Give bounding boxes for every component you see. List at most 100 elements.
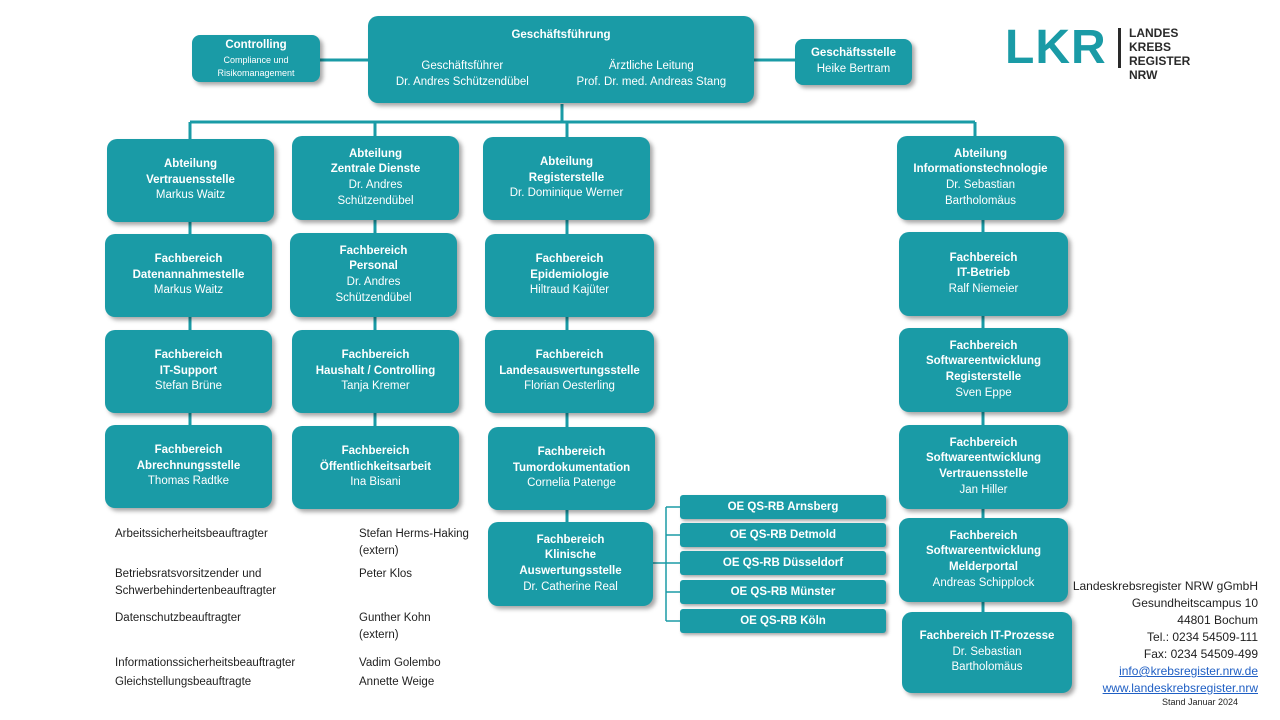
address-line2: Gesundheitscampus 10 bbox=[1131, 596, 1258, 610]
c2-head-name2: Schützendübel bbox=[337, 194, 414, 207]
role-betriebsrat: Betriebsratsvorsitzender und Schwerbehin… bbox=[115, 566, 276, 600]
c2-b1-name1: Dr. Andres bbox=[346, 276, 401, 288]
geschaeftsstelle-title: Geschäftsstelle bbox=[810, 47, 896, 60]
c4-head-l2: Informationstechnologie bbox=[913, 163, 1048, 176]
c2-head-l2: Zentrale Dienste bbox=[330, 163, 421, 176]
role-betriebsrat-1: Betriebsratsvorsitzender und bbox=[115, 568, 262, 580]
c2-b1-name2: Schützendübel bbox=[335, 291, 412, 304]
c4-b3-l3: Vertrauensstelle bbox=[939, 468, 1028, 480]
c3-b4-l3: Auswertungsstelle bbox=[519, 565, 622, 577]
website-link[interactable]: www.landeskrebsregister.nrw bbox=[1102, 681, 1258, 695]
c3-b4-name: Dr. Catherine Real bbox=[523, 580, 618, 593]
c3-head-l1: Abteilung bbox=[539, 156, 594, 169]
c4-b5-name2: Bartholomäus bbox=[951, 661, 1023, 674]
logo-line3: REGISTER NRW bbox=[1129, 54, 1191, 82]
oe-koeln: OE QS-RB Köln bbox=[680, 609, 886, 633]
c1-head-l2: Vertrauensstelle bbox=[146, 173, 235, 186]
c1-head-l1: Abteilung bbox=[163, 158, 218, 171]
c1-b2-name: Stefan Brüne bbox=[154, 380, 223, 393]
controlling-title: Controlling bbox=[225, 39, 287, 52]
c1-b1-l2: Datenannahmestelle bbox=[132, 268, 245, 281]
role-gleichstellung: Gleichstellungsbeauftragte bbox=[115, 676, 252, 688]
geschaeftsfuehrung-box: Geschäftsführung Geschäftsführer Dr. And… bbox=[368, 16, 754, 103]
fachbereich-oeffentlichkeitsarbeit: Fachbereich Öffentlichkeitsarbeit Ina Bi… bbox=[292, 426, 459, 509]
c4-b3-l1: Fachbereich bbox=[949, 436, 1018, 449]
logo-divider bbox=[1118, 28, 1121, 68]
c3-b1-l2: Epidemiologie bbox=[530, 268, 609, 281]
abteilung-vertrauensstelle: Abteilung Vertrauensstelle Markus Waitz bbox=[107, 139, 274, 222]
fachbereich-haushalt-controlling: Fachbereich Haushalt / Controlling Tanja… bbox=[292, 330, 459, 413]
c2-b2-l2: Haushalt / Controlling bbox=[315, 364, 436, 377]
c4-head-l1: Abteilung bbox=[953, 147, 1008, 160]
c3-b2-l2: Landesauswertungsstelle bbox=[499, 364, 640, 377]
fachbereich-it-support: Fachbereich IT-Support Stefan Brüne bbox=[105, 330, 272, 413]
fachbereich-swe-vertrauensstelle: Fachbereich Softwareentwicklung Vertraue… bbox=[899, 425, 1068, 509]
c2-b3-l2: Öffentlichkeitsarbeit bbox=[319, 460, 432, 473]
c1-b3-l1: Fachbereich bbox=[154, 444, 223, 457]
name-datenschutz: Gunther Kohn (extern) bbox=[359, 610, 431, 644]
aerztliche-leitung-role: Ärztliche Leitung bbox=[608, 59, 694, 72]
oe-duesseldorf: OE QS-RB Düsseldorf bbox=[680, 551, 886, 575]
c4-b2-name: Sven Eppe bbox=[955, 386, 1012, 399]
fachbereich-personal: Fachbereich Personal Dr. Andres Schützen… bbox=[290, 233, 457, 317]
fachbereich-tumordokumentation: Fachbereich Tumordokumentation Cornelia … bbox=[488, 427, 655, 510]
geschaeftsfuehrung-title: Geschäftsführung bbox=[511, 29, 611, 41]
abteilung-informationstechnologie: Abteilung Informationstechnologie Dr. Se… bbox=[897, 136, 1064, 220]
address-line3: 44801 Bochum bbox=[1177, 613, 1258, 627]
c3-b4-l1: Fachbereich bbox=[536, 533, 605, 546]
name-informationssicherheit: Vadim Golembo bbox=[359, 657, 441, 669]
c1-b1-l1: Fachbereich bbox=[154, 253, 223, 266]
c4-b4-l2: Softwareentwicklung bbox=[925, 545, 1042, 558]
c3-head-name: Dr. Dominique Werner bbox=[509, 187, 624, 200]
name-arbeitssicherheit-2: (extern) bbox=[359, 545, 399, 557]
c3-b2-l1: Fachbereich bbox=[535, 349, 604, 362]
c4-head-name2: Bartholomäus bbox=[945, 194, 1016, 207]
role-betriebsrat-2: Schwerbehindertenbeauftragter bbox=[115, 585, 277, 597]
logo-mark: LKR bbox=[1005, 21, 1107, 74]
aerztliche-leitung: Ärztliche Leitung Prof. Dr. med. Andreas… bbox=[577, 58, 727, 90]
c4-b5-l1: Fachbereich IT-Prozesse bbox=[919, 630, 1055, 643]
fachbereich-epidemiologie: Fachbereich Epidemiologie Hiltraud Kajüt… bbox=[485, 234, 654, 317]
controlling-sub1: Compliance und bbox=[223, 54, 289, 65]
c1-b2-l1: Fachbereich bbox=[154, 349, 223, 362]
c4-b5-name1: Dr. Sebastian bbox=[952, 645, 1022, 658]
c2-b2-l1: Fachbereich bbox=[341, 349, 410, 362]
fachbereich-it-betrieb: Fachbereich IT-Betrieb Ralf Niemeier bbox=[899, 232, 1068, 316]
controlling-box: Controlling Compliance und Risikomanagem… bbox=[192, 35, 320, 82]
c3-b1-name: Hiltraud Kajüter bbox=[529, 284, 610, 297]
fachbereich-it-prozesse: Fachbereich IT-Prozesse Dr. Sebastian Ba… bbox=[902, 612, 1072, 693]
logo-line2: KREBS bbox=[1129, 40, 1172, 54]
controlling-sub2: Risikomanagement bbox=[217, 67, 295, 78]
logo-line1: LANDES bbox=[1129, 26, 1179, 40]
c1-b3-name: Thomas Radtke bbox=[147, 475, 230, 488]
name-arbeitssicherheit: Stefan Herms-Haking (extern) bbox=[359, 526, 469, 560]
c3-b3-l2: Tumordokumentation bbox=[512, 461, 631, 474]
oe-muenster: OE QS-RB Münster bbox=[680, 580, 886, 604]
c4-b2-l2: Softwareentwicklung bbox=[925, 355, 1042, 368]
role-arbeitssicherheit: Arbeitssicherheitsbeauftragter bbox=[115, 528, 268, 540]
name-gleichstellung: Annette Weige bbox=[359, 676, 435, 688]
oe-detmold: OE QS-RB Detmold bbox=[680, 523, 886, 547]
c1-b3-l2: Abrechnungsstelle bbox=[136, 459, 241, 472]
geschaeftsfuehrer-role: Geschäftsführer bbox=[421, 59, 504, 72]
fachbereich-swe-registerstelle: Fachbereich Softwareentwicklung Register… bbox=[899, 328, 1068, 412]
c4-b1-l1: Fachbereich bbox=[949, 251, 1018, 264]
c3-b1-l1: Fachbereich bbox=[535, 253, 604, 266]
oe-arnsberg: OE QS-RB Arnsberg bbox=[680, 495, 886, 519]
c4-b4-l1: Fachbereich bbox=[949, 529, 1018, 542]
address-fax: Fax: 0234 54509-499 bbox=[1143, 647, 1258, 661]
name-arbeitssicherheit-1: Stefan Herms-Haking bbox=[359, 528, 469, 540]
c4-b1-l2: IT-Betrieb bbox=[956, 267, 1011, 280]
address-tel: Tel.: 0234 54509-111 bbox=[1147, 630, 1258, 644]
c3-b3-name: Cornelia Patenge bbox=[527, 477, 616, 490]
role-informationssicherheit: Informationssicherheitsbeauftragter bbox=[115, 657, 296, 669]
c4-b2-l3: Registerstelle bbox=[945, 371, 1022, 383]
abteilung-registerstelle: Abteilung Registerstelle Dr. Dominique W… bbox=[483, 137, 650, 220]
c3-b2-name: Florian Oesterling bbox=[524, 380, 615, 393]
stand-date: Stand Januar 2024 bbox=[1161, 697, 1238, 707]
name-betriebsrat: Peter Klos bbox=[359, 568, 413, 580]
geschaeftsfuehrer: Geschäftsführer Dr. Andres Schützendübel bbox=[396, 58, 529, 90]
c2-b2-name: Tanja Kremer bbox=[341, 380, 410, 393]
geschaeftsfuehrung-people: Geschäftsführer Dr. Andres Schützendübel… bbox=[372, 58, 750, 90]
email-link[interactable]: info@krebsregister.nrw.de bbox=[1119, 664, 1258, 678]
